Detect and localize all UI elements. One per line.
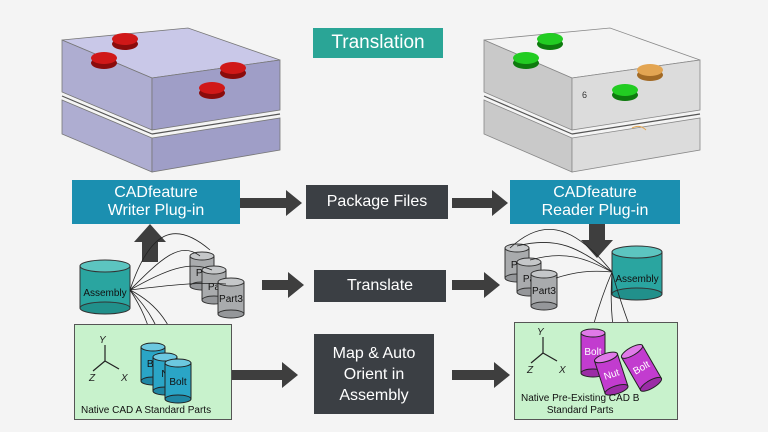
green-button-1 — [537, 33, 563, 50]
up-arrow — [134, 224, 166, 262]
map-line3: Assembly — [339, 386, 409, 404]
map-orient-box: Map & Auto Orient in Assembly — [314, 334, 434, 414]
svg-text:Bolt: Bolt — [169, 377, 186, 388]
writer-plugin-line2: Writer Plug-in — [107, 202, 205, 219]
right-part-3: Part3 — [530, 269, 558, 311]
right-part-cylinders: Pa Pa Part3 — [504, 243, 558, 311]
left-panel-art: Y X Z Bo N Bolt — [88, 335, 192, 404]
svg-text:Pa: Pa — [523, 274, 536, 285]
arrow-writer-to-package — [240, 190, 302, 216]
arrow-translate-to-parts — [452, 272, 500, 298]
arrow-parts-to-translate — [262, 272, 304, 298]
red-button-4 — [199, 82, 225, 99]
right-axis-y: Y — [537, 327, 545, 338]
right-standard-parts-panel: Y X Z Bolt Nut Bolt Native Pre-Existing … — [514, 322, 678, 420]
left-axes-icon — [92, 345, 120, 372]
svg-text:Part3: Part3 — [219, 294, 243, 305]
svg-text:Part3: Part3 — [532, 286, 556, 297]
red-button-1 — [112, 33, 138, 50]
red-button-2 — [91, 52, 117, 69]
writer-plugin-box: CADfeature Writer Plug-in — [72, 180, 240, 224]
left-cad-block — [61, 27, 281, 173]
right-std-part-nut: Nut — [593, 351, 629, 396]
down-arrow — [581, 222, 613, 258]
left-axis-z: Z — [88, 373, 96, 384]
left-standard-parts-panel: Y X Z Bo N Bolt Native CAD A Standard Pa… — [74, 324, 232, 420]
svg-text:Bolt: Bolt — [584, 347, 601, 358]
right-panel-label-line2: Standard Parts — [546, 405, 614, 416]
green-button-3 — [612, 84, 638, 101]
red-button-3 — [220, 62, 246, 79]
arrows — [134, 190, 613, 388]
writer-plugin-line1: CADfeature — [114, 184, 198, 201]
svg-text:Pa: Pa — [208, 282, 221, 293]
right-axis-x: X — [558, 365, 566, 376]
left-assembly-label: Assembly — [83, 288, 126, 299]
package-files-box: Package Files — [306, 185, 448, 219]
left-part-3: Part3 — [217, 277, 245, 319]
map-line2: Orient in — [343, 365, 405, 383]
orange-button — [637, 64, 663, 81]
svg-text:Nut: Nut — [603, 367, 621, 382]
left-std-part-3: Bolt — [164, 358, 192, 404]
right-std-part-bolt-2: Bolt — [620, 343, 663, 392]
arrow-package-to-reader — [452, 190, 508, 216]
left-part-2: Pa — [201, 265, 227, 305]
left-axis-x: X — [120, 373, 128, 384]
left-assembly-cylinder: Assembly — [79, 259, 131, 315]
translate-box: Translate — [314, 270, 446, 302]
right-panel-label-line1: Native Pre-Existing CAD B — [521, 393, 640, 404]
map-line1: Map & Auto — [332, 344, 416, 362]
right-assembly-label: Assembly — [615, 274, 658, 285]
translation-title: Translation — [313, 28, 443, 58]
right-panel-label: Native Pre-Existing CAD B Standard Parts — [521, 393, 639, 417]
reader-plugin-line2: Reader Plug-in — [541, 202, 649, 219]
reader-plugin-box: CADfeature Reader Plug-in — [510, 180, 680, 224]
left-axis-y: Y — [99, 335, 107, 346]
left-panel-label: Native CAD A Standard Parts — [81, 405, 212, 416]
right-assembly-cylinder: Assembly — [611, 245, 663, 301]
right-axis-z: Z — [526, 365, 534, 376]
right-cad-block: 6 — [483, 27, 701, 173]
model-mark: 6 — [582, 90, 587, 100]
reader-plugin-line1: CADfeature — [553, 184, 637, 201]
green-button-2 — [513, 52, 539, 69]
left-part-cylinders: Pa Pa Part3 — [189, 251, 245, 319]
right-panel-art: Y X Z Bolt Nut Bolt — [526, 327, 663, 396]
arrow-stdparts-to-map — [232, 362, 298, 388]
arrow-map-to-stdparts — [452, 362, 510, 388]
right-axes-icon — [530, 337, 558, 364]
